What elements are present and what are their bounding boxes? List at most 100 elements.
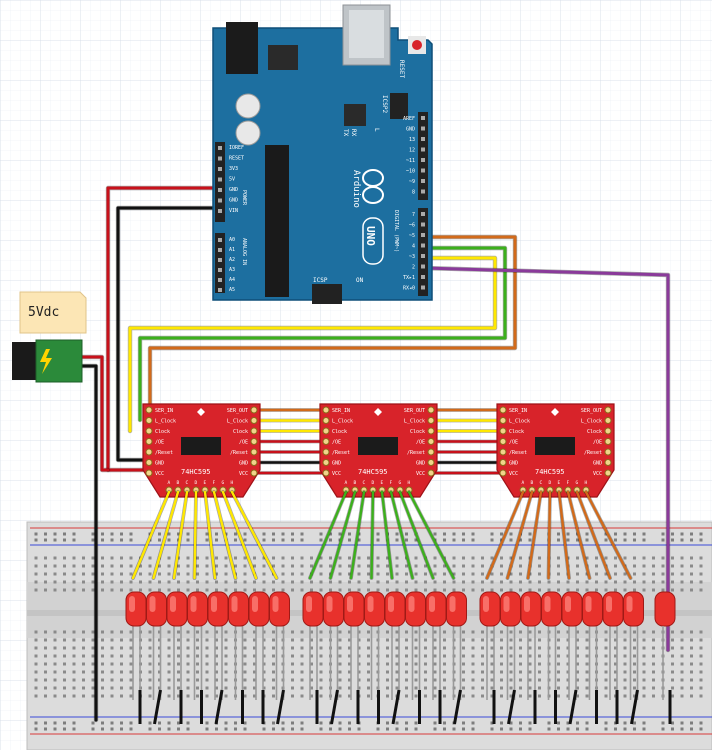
wire-output-1-2[interactable] — [349, 490, 366, 580]
wire-output-0-2[interactable] — [172, 490, 189, 580]
module-left-pin[interactable] — [499, 427, 507, 435]
wire-pin2[interactable] — [422, 266, 670, 652]
module-right-pin[interactable] — [427, 417, 435, 424]
digital-pin[interactable] — [421, 264, 425, 269]
module-left-pin[interactable] — [499, 448, 507, 456]
wire-output-0-7[interactable] — [230, 490, 278, 580]
power-pin[interactable] — [218, 156, 222, 161]
module-right-pin[interactable] — [250, 427, 258, 435]
wire-5v[interactable] — [106, 186, 223, 472]
module-left-pin[interactable] — [499, 459, 507, 466]
wire-output-1-0[interactable] — [308, 490, 348, 580]
module-right-pin[interactable] — [604, 438, 612, 445]
analog-pin[interactable] — [218, 238, 222, 242]
wire-output-1-3[interactable] — [370, 490, 375, 580]
wire-output-2-1[interactable] — [506, 490, 534, 580]
digital-pin[interactable] — [421, 116, 425, 120]
analog-pin[interactable] — [218, 258, 222, 262]
module-right-pin[interactable] — [604, 406, 612, 414]
analog-pin[interactable] — [218, 288, 222, 292]
power-pin[interactable] — [218, 198, 222, 203]
module-left-pin[interactable] — [322, 459, 330, 466]
wire-output-2-2[interactable] — [526, 490, 543, 580]
module-right-pin[interactable] — [250, 406, 258, 414]
digital-pin[interactable] — [421, 285, 425, 290]
wire-output-1-1[interactable] — [329, 490, 357, 580]
power-pin[interactable] — [218, 188, 222, 192]
module-right-pin[interactable] — [604, 448, 612, 456]
wire-output-1-4[interactable] — [380, 490, 394, 580]
wire-output-2-0[interactable] — [485, 490, 525, 580]
module-right-pin[interactable] — [427, 427, 435, 435]
digital-pin[interactable] — [421, 137, 425, 141]
digital-pin[interactable] — [421, 222, 425, 227]
wire-clock[interactable] — [128, 256, 497, 433]
digital-pin[interactable] — [421, 126, 425, 131]
led[interactable] — [654, 591, 676, 627]
module-left-pin[interactable] — [145, 469, 153, 477]
module-left-pin[interactable] — [322, 438, 330, 445]
wire-output-0-1[interactable] — [152, 490, 180, 580]
module-right-pin[interactable] — [604, 469, 612, 477]
module-right-pin[interactable] — [250, 469, 258, 477]
module-left-pin[interactable] — [145, 417, 153, 424]
module-left-pin[interactable] — [322, 427, 330, 435]
module-right-pin[interactable] — [427, 469, 435, 477]
module-right-pin[interactable] — [604, 417, 612, 424]
wire-output-2-6[interactable] — [575, 490, 612, 580]
power-jack[interactable]: 5Vdc — [12, 291, 87, 383]
module-left-pin[interactable] — [145, 448, 153, 456]
analog-pin[interactable] — [218, 248, 222, 252]
wire-output-0-0[interactable] — [131, 490, 171, 580]
wire-output-1-5[interactable] — [389, 490, 414, 580]
analog-pin[interactable] — [218, 278, 222, 282]
module-left-pin[interactable] — [322, 469, 330, 477]
wire-output-1-7[interactable] — [407, 490, 455, 580]
wire-output-2-3[interactable] — [547, 490, 552, 580]
wire-output-2-7[interactable] — [584, 490, 632, 580]
module-left-pin[interactable] — [499, 469, 507, 477]
digital-pin[interactable] — [421, 243, 425, 248]
wire-output-1-6[interactable] — [398, 490, 435, 580]
wire-jack-gnd[interactable] — [80, 364, 98, 722]
wire-output-0-3[interactable] — [193, 490, 198, 580]
digital-pin[interactable] — [421, 168, 425, 173]
module-left-pin[interactable] — [145, 459, 153, 466]
module-left-pin[interactable] — [145, 406, 153, 414]
module-left-pin[interactable] — [499, 406, 507, 414]
module-right-pin[interactable] — [427, 459, 435, 466]
module-right-pin[interactable] — [250, 417, 258, 424]
module-right-pin[interactable] — [604, 459, 612, 466]
wire-gnd[interactable] — [116, 206, 223, 462]
digital-pin[interactable] — [421, 275, 425, 279]
analog-pin[interactable] — [218, 268, 222, 272]
digital-pin[interactable] — [421, 147, 425, 152]
digital-pin[interactable] — [421, 179, 425, 183]
digital-pin[interactable] — [421, 189, 425, 194]
wire-output-0-4[interactable] — [203, 490, 217, 580]
module-left-pin[interactable] — [322, 417, 330, 424]
power-pin[interactable] — [218, 209, 222, 213]
wire-output-2-4[interactable] — [557, 490, 571, 580]
wire-jack-5v[interactable] — [80, 355, 110, 472]
module-right-pin[interactable] — [250, 448, 258, 456]
module-right-pin[interactable] — [250, 438, 258, 445]
digital-pin[interactable] — [421, 233, 425, 237]
module-right-pin[interactable] — [427, 438, 435, 445]
reset-button-cap[interactable] — [412, 40, 422, 50]
module-right-pin[interactable] — [604, 427, 612, 435]
digital-pin[interactable] — [421, 158, 425, 162]
module-right-pin[interactable] — [250, 459, 258, 466]
power-pin[interactable] — [218, 167, 222, 171]
module-left-pin[interactable] — [145, 427, 153, 435]
module-left-pin[interactable] — [145, 438, 153, 445]
wire-output-0-5[interactable] — [212, 490, 237, 580]
module-right-pin[interactable] — [427, 406, 435, 414]
module-left-pin[interactable] — [322, 448, 330, 456]
digital-pin[interactable] — [421, 212, 425, 216]
wire-output-0-6[interactable] — [221, 490, 258, 580]
